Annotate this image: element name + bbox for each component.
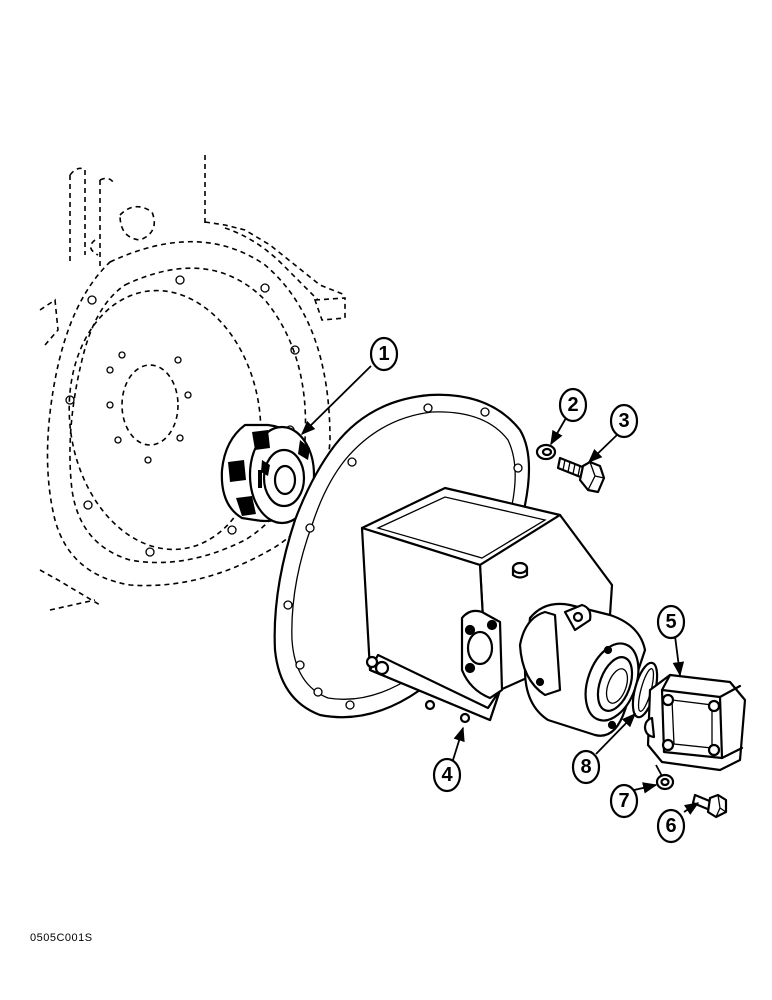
callout-number: 7 — [618, 790, 629, 812]
callout-number: 4 — [441, 764, 453, 786]
callout-number: 3 — [618, 410, 629, 432]
leader-8 — [595, 712, 637, 755]
callout-1: 1 — [369, 336, 399, 372]
washer-part-2 — [535, 443, 557, 461]
adapter-housing-part-4 — [273, 393, 647, 737]
figure-code: 0505C001S — [30, 932, 93, 944]
callout-2: 2 — [558, 387, 588, 423]
washer-part-7 — [655, 773, 675, 791]
callout-7: 7 — [609, 783, 639, 819]
hydraulic-pump-part-5 — [643, 673, 747, 772]
leader-7-tail — [655, 764, 663, 777]
callout-6: 6 — [656, 808, 686, 844]
callout-3: 3 — [609, 403, 639, 439]
leader-3 — [587, 433, 619, 464]
leader-5 — [672, 635, 685, 677]
callout-number: 2 — [567, 394, 578, 416]
bolt-part-6 — [691, 793, 728, 819]
callout-number: 5 — [665, 611, 676, 633]
leader-6 — [683, 802, 700, 815]
leader-7 — [633, 782, 658, 794]
bolt-part-3 — [556, 456, 606, 494]
callout-8: 8 — [571, 749, 601, 785]
leader-4 — [452, 726, 465, 761]
callout-number: 1 — [378, 343, 389, 365]
coupling-part-1 — [220, 423, 316, 525]
leader-2 — [550, 417, 567, 446]
engine-flywheel-housing-phantom — [39, 155, 346, 611]
callout-5: 5 — [656, 604, 686, 640]
callout-leaders — [300, 365, 700, 815]
callout-number: 8 — [580, 756, 591, 778]
leader-1 — [300, 365, 372, 436]
callout-number: 6 — [665, 815, 676, 837]
callout-4: 4 — [432, 757, 462, 793]
